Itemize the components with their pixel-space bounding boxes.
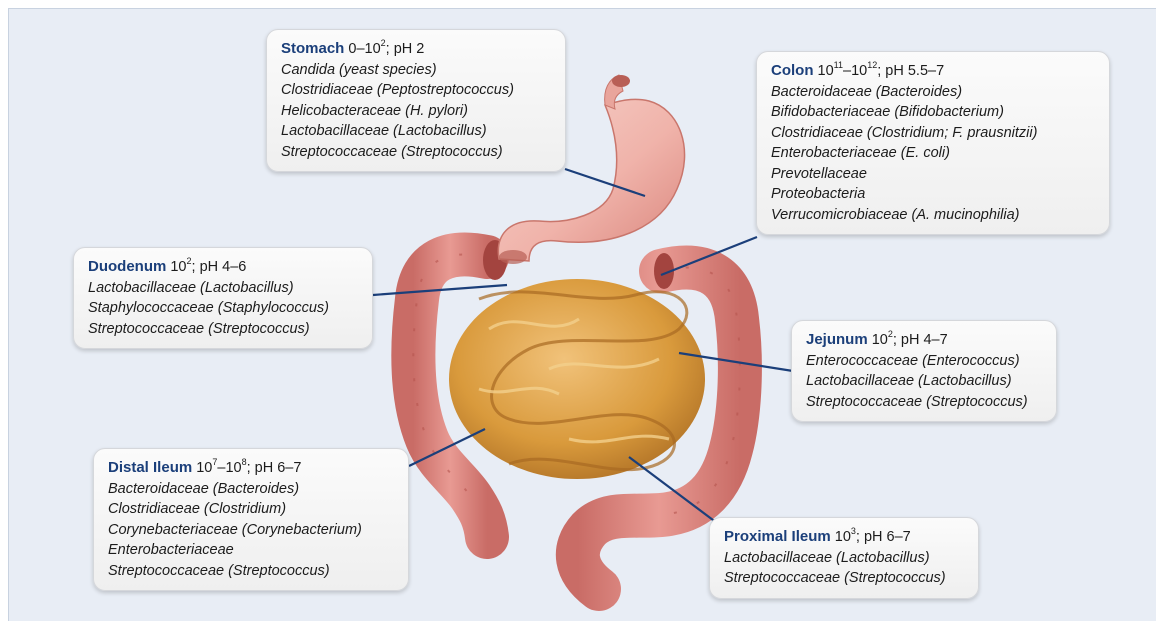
organism-item: Bacteroidaceae (Bacteroides)	[108, 479, 396, 500]
figure-panel: Stomach 0–102; pH 2 Candida (yeast speci…	[8, 8, 1156, 621]
organism-item: Clostridiaceae (Peptostreptococcus)	[281, 80, 553, 101]
ph-value: ; pH 4–7	[893, 332, 948, 348]
organism-item: Enterococcaceae (Enterococcus)	[806, 351, 1044, 372]
organism-item: Streptococcaceae (Streptococcus)	[724, 568, 966, 589]
organism-item: Proteobacteria	[771, 184, 1097, 205]
organism-item: Clostridiaceae (Clostridium; F. prausnit…	[771, 123, 1097, 144]
distal-ileum-label-box: Distal Ileum 107–108; pH 6–7 Bacteroidac…	[93, 448, 409, 591]
organism-item: Candida (yeast species)	[281, 60, 553, 81]
jejunum-label-box: Jejunum 102; pH 4–7 Enterococcaceae (Ent…	[791, 320, 1057, 422]
distal-ileum-heading: Distal Ileum 107–108; pH 6–7	[108, 458, 396, 479]
organism-item: Bifidobacteriaceae (Bifidobacterium)	[771, 102, 1097, 123]
organism-item: Streptococcaceae (Streptococcus)	[806, 392, 1044, 413]
organism-item: Lactobacillaceae (Lactobacillus)	[281, 121, 553, 142]
colon-heading: Colon 1011–1012; pH 5.5–7	[771, 61, 1097, 82]
bacterial-count: 107–108	[196, 460, 246, 476]
organism-item: Prevotellaceae	[771, 164, 1097, 185]
stomach-label-box: Stomach 0–102; pH 2 Candida (yeast speci…	[266, 29, 566, 172]
organism-item: Clostridiaceae (Clostridium)	[108, 499, 396, 520]
stomach-heading: Stomach 0–102; pH 2	[281, 39, 553, 60]
organism-item: Bacteroidaceae (Bacteroides)	[771, 82, 1097, 103]
organism-item: Enterobacteriaceae (E. coli)	[771, 143, 1097, 164]
colon-label-box: Colon 1011–1012; pH 5.5–7 Bacteroidaceae…	[756, 51, 1110, 235]
organism-item: Staphylococcaceae (Staphylococcus)	[88, 298, 360, 319]
region-name: Proximal Ileum	[724, 528, 831, 545]
organism-item: Streptococcaceae (Streptococcus)	[88, 319, 360, 340]
organism-item: Enterobacteriaceae	[108, 540, 396, 561]
proximal-ileum-heading: Proximal Ileum 103; pH 6–7	[724, 527, 966, 548]
organism-item: Lactobacillaceae (Lactobacillus)	[88, 278, 360, 299]
ph-value: ; pH 4–6	[192, 259, 247, 275]
bacterial-count: 1011–1012	[818, 63, 878, 79]
duodenum-heading: Duodenum 102; pH 4–6	[88, 257, 360, 278]
jejunum-heading: Jejunum 102; pH 4–7	[806, 330, 1044, 351]
bacterial-count: 102	[872, 332, 893, 348]
ph-value: ; pH 5.5–7	[877, 63, 944, 79]
proximal-ileum-label-box: Proximal Ileum 103; pH 6–7 Lactobacillac…	[709, 517, 979, 599]
organism-item: Corynebacteriaceae (Corynebacterium)	[108, 520, 396, 541]
duodenum-label-box: Duodenum 102; pH 4–6 Lactobacillaceae (L…	[73, 247, 373, 349]
region-name: Duodenum	[88, 258, 166, 275]
ph-value: ; pH 6–7	[856, 529, 911, 545]
region-name: Stomach	[281, 40, 344, 57]
organism-item: Lactobacillaceae (Lactobacillus)	[806, 371, 1044, 392]
organism-item: Lactobacillaceae (Lactobacillus)	[724, 548, 966, 569]
organism-item: Streptococcaceae (Streptococcus)	[281, 142, 553, 163]
organism-item: Streptococcaceae (Streptococcus)	[108, 561, 396, 582]
ph-value: ; pH 2	[386, 41, 425, 57]
region-name: Colon	[771, 62, 814, 79]
bacterial-count: 103	[835, 529, 856, 545]
region-name: Jejunum	[806, 331, 868, 348]
bacterial-count: 0–102	[348, 41, 385, 57]
organism-item: Verrucomicrobiaceae (A. mucinophilia)	[771, 205, 1097, 226]
organism-item: Helicobacteraceae (H. pylori)	[281, 101, 553, 122]
small-intestine	[449, 279, 705, 479]
ph-value: ; pH 6–7	[247, 460, 302, 476]
region-name: Distal Ileum	[108, 459, 192, 476]
bacterial-count: 102	[170, 259, 191, 275]
